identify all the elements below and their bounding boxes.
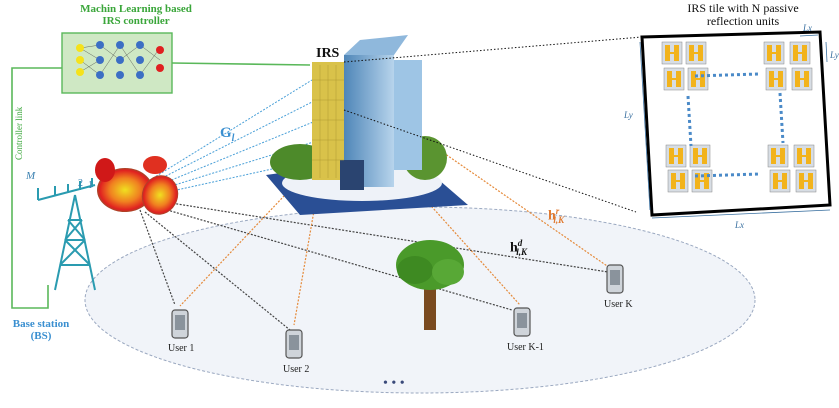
reflection-unit <box>793 144 815 168</box>
label-hr: hrl,K <box>548 206 564 225</box>
label-controller-link: Controller link <box>14 106 24 160</box>
controller-link <box>11 62 311 309</box>
reflection-unit <box>767 144 789 168</box>
more-users-dots: • • • <box>383 376 405 391</box>
reflection-unit <box>665 144 687 168</box>
base-station <box>37 178 96 291</box>
label-user-1: User 1 <box>168 343 195 354</box>
label-base-station: Base station (BS) <box>6 318 76 342</box>
link-direct <box>139 199 609 331</box>
label-g: Gl <box>220 125 234 144</box>
label-antenna-2: 2 <box>78 178 83 189</box>
label-hd-main: h <box>510 240 518 256</box>
ml-title-line2: IRS controller <box>102 15 170 27</box>
reflection-unit <box>789 41 811 65</box>
dim-ly: Ly <box>624 110 633 120</box>
reflection-unit <box>795 169 817 193</box>
reflection-unit <box>769 169 791 193</box>
reflection-unit <box>689 144 711 168</box>
label-g-sub: l <box>231 133 235 144</box>
irs-building <box>266 35 468 215</box>
user-phone-1 <box>171 309 189 339</box>
reflection-unit <box>663 67 685 91</box>
bs-line2: (BS) <box>30 330 52 342</box>
reflection-unit <box>685 41 707 65</box>
label-hd-sup: d <box>517 238 523 248</box>
reflection-unit <box>667 169 689 193</box>
beam-pattern <box>95 156 179 215</box>
label-antenna-m: M <box>26 170 36 182</box>
link-g <box>149 79 323 196</box>
label-antenna-1: 1 <box>88 180 93 191</box>
user-phone-k <box>606 264 624 294</box>
ml-title-line1: Machin Learning based <box>80 3 192 15</box>
user-phone-2 <box>285 329 303 359</box>
irs-tile-title: IRS tile with N passive reflection units <box>648 2 838 28</box>
label-hr-main: h <box>548 208 556 224</box>
reflection-unit <box>791 67 813 91</box>
user-phone-k-1 <box>513 307 531 337</box>
irs-tile <box>639 30 832 219</box>
bs-line1: Base station <box>12 318 70 330</box>
label-g-main: G <box>220 125 232 141</box>
label-hr-sup: r <box>555 206 560 216</box>
reflection-unit <box>687 67 709 91</box>
label-hd-sub: l,K <box>516 247 528 258</box>
ml-controller-title: Machin Learning based IRS controller <box>66 3 206 27</box>
label-hr-sub: l,K <box>553 215 565 226</box>
reflection-unit <box>661 41 683 65</box>
reflection-unit <box>765 67 787 91</box>
reflection-unit <box>763 41 785 65</box>
label-irs: IRS <box>316 46 340 61</box>
dim-lx: Lx <box>735 220 744 230</box>
label-user-k: User K <box>604 299 633 310</box>
dim-lx-small: Lx <box>803 23 812 33</box>
label-user-2: User 2 <box>283 364 310 375</box>
nn-controller <box>61 32 173 94</box>
label-hd: hdl,K <box>510 238 527 257</box>
reflection-unit <box>691 169 713 193</box>
irs-tile-title-line2: reflection units <box>706 14 780 28</box>
tree <box>396 240 464 330</box>
irs-tile-title-line1: IRS tile with N passive <box>687 1 799 15</box>
label-user-k-1: User K-1 <box>507 342 544 353</box>
zoom-lines <box>343 36 643 213</box>
dim-ly-small: Ly <box>830 50 839 60</box>
